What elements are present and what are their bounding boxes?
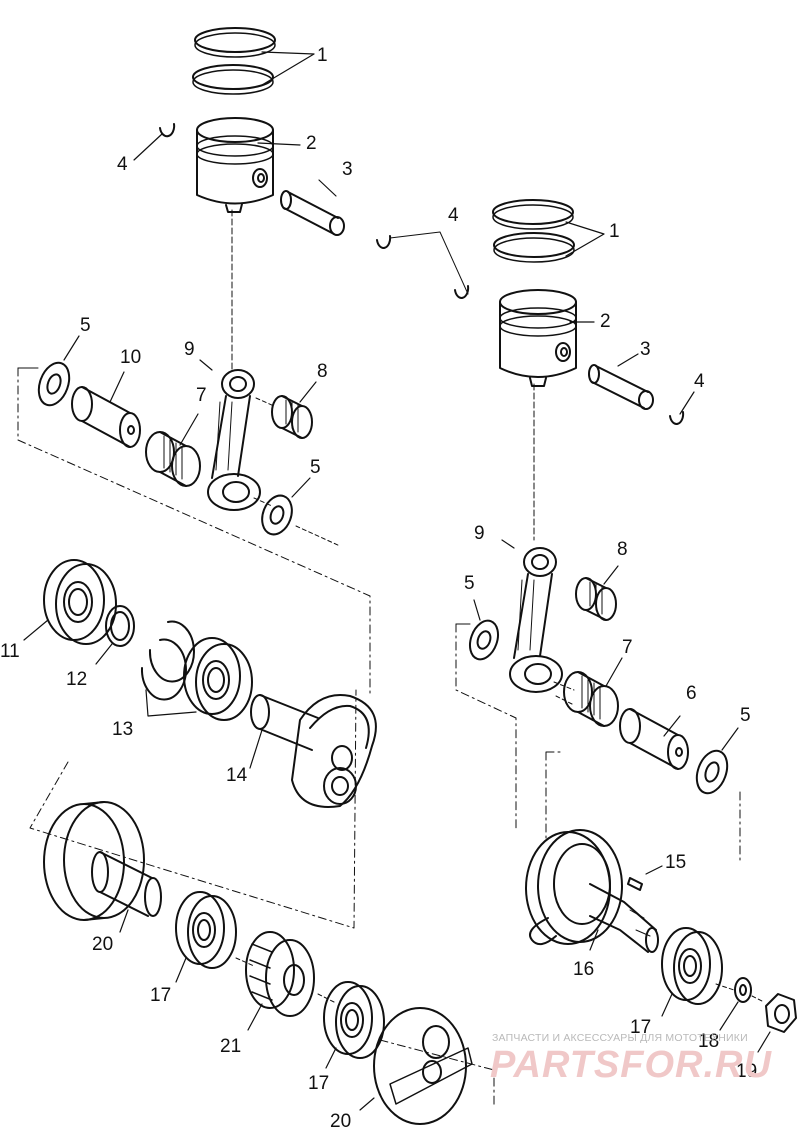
left-washer-lower	[261, 477, 311, 536]
watermark-subtitle: ЗАПЧАСТИ И АКСЕССУАРЫ ДЛЯ МОТОТЕХНИКИ	[492, 1032, 748, 1044]
right-needle-bearing-upper	[575, 565, 619, 621]
callout-left-crank-pin: 10	[120, 347, 142, 368]
left-bearing-17	[175, 891, 237, 983]
callout-right-washer: 18	[698, 1031, 720, 1052]
right-washer-lower	[695, 727, 739, 795]
callout-left-retainer: 12	[66, 669, 88, 690]
right-piston	[499, 289, 595, 387]
right-washer	[719, 977, 752, 1031]
left-needle-bearing-upper	[271, 381, 317, 439]
right-washer-upper	[468, 599, 500, 661]
callout-left-crank-half-bottom: 20	[330, 1111, 352, 1131]
left-piston-rings	[192, 27, 276, 95]
callout-left-piston: 2	[306, 133, 317, 154]
right-circlip-upper	[454, 285, 470, 299]
callout-right-circlip-upper: 4	[448, 205, 459, 226]
left-main-bearing	[183, 637, 253, 721]
left-retainer	[95, 605, 135, 665]
callout-left-crank-half: 14	[226, 765, 248, 786]
callout-right-piston: 2	[600, 311, 611, 332]
left-needle-bearing-lower	[145, 413, 201, 487]
left-labyrinth-seal	[245, 931, 315, 1031]
left-crank-pin	[71, 371, 141, 448]
left-washer-upper	[37, 335, 80, 407]
callout-left-bearing: 17	[150, 985, 172, 1006]
right-circlip-lower	[669, 411, 685, 425]
left-flywheel-half	[43, 801, 162, 933]
left-main-bearing-outer	[23, 559, 117, 645]
callout-right-crank-half: 16	[573, 959, 595, 980]
left-piston	[196, 117, 274, 213]
callout-left-needle-bearing-upper: 8	[317, 361, 328, 382]
callout-left-connecting-rod: 9	[184, 339, 195, 360]
callout-right-needle-bearing-lower: 7	[622, 637, 633, 658]
callout-left-bearing-bottom: 17	[308, 1073, 330, 1094]
callout-left-piston-pin: 3	[342, 159, 353, 180]
callout-right-bearing: 17	[630, 1017, 652, 1038]
left-connecting-rod	[199, 359, 261, 511]
callout-left-snap-rings: 13	[112, 719, 134, 740]
right-piston-pin	[588, 353, 654, 410]
right-bearing	[661, 927, 723, 1017]
right-key	[627, 865, 663, 891]
callout-right-rings: 1	[609, 221, 620, 242]
left-crank-half	[249, 694, 377, 808]
callout-left-bearing-outer: 11	[0, 641, 20, 662]
watermark-logo: PARTSFOR.RU	[490, 1044, 772, 1086]
callout-left-rings: 1	[317, 45, 328, 66]
left-piston-pin	[280, 190, 345, 236]
right-connecting-rod	[501, 539, 563, 693]
left-crank-half-bottom	[359, 1007, 473, 1125]
right-nut	[757, 993, 797, 1053]
callout-right-needle-bearing-upper: 8	[617, 539, 628, 560]
callout-right-connecting-rod: 9	[474, 523, 485, 544]
callout-right-circlip-lower: 4	[694, 371, 705, 392]
right-needle-bearing-lower	[563, 657, 623, 727]
callout-right-key: 15	[665, 852, 687, 873]
callout-left-flywheel-half: 20	[92, 934, 114, 955]
callout-left-labyrinth-seal: 21	[220, 1036, 242, 1057]
callout-right-piston-pin: 3	[640, 339, 651, 360]
callout-left-washer-lower: 5	[310, 457, 321, 478]
left-circlip	[159, 123, 176, 138]
callout-right-crank-pin: 6	[686, 683, 697, 704]
right-crank-pin	[619, 708, 689, 770]
callout-left-needle-bearing-lower: 7	[196, 385, 207, 406]
callout-right-washer-lower: 5	[740, 705, 751, 726]
left-snap-rings	[140, 620, 197, 717]
right-crank-half	[525, 829, 659, 953]
callout-right-washer-upper: 5	[464, 573, 475, 594]
callout-right-nut: 19	[736, 1061, 758, 1082]
callout-left-circlip: 4	[117, 154, 128, 175]
right-circlip-transfer	[376, 235, 392, 249]
callout-left-washer-upper: 5	[80, 315, 91, 336]
right-piston-rings	[492, 199, 605, 263]
left-bearing-17-bottom	[323, 981, 385, 1069]
